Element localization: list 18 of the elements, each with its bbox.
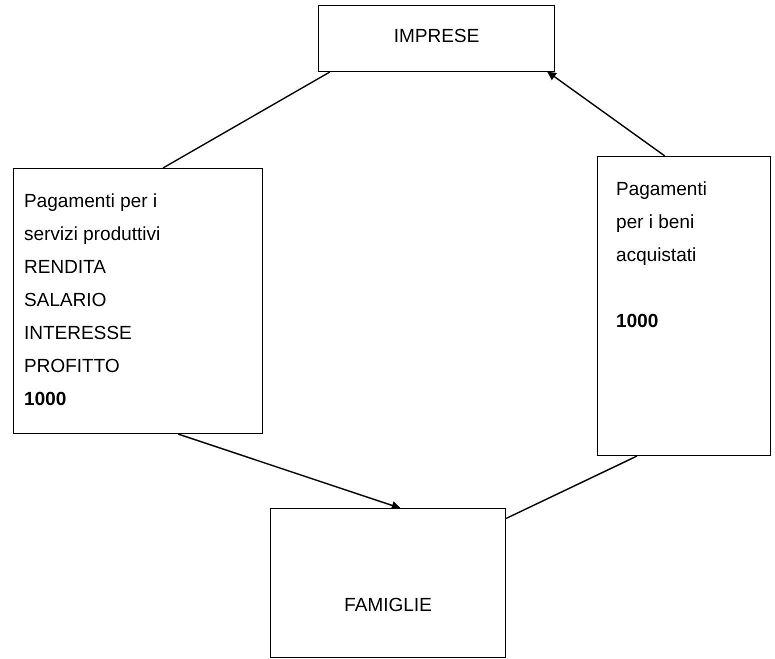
box-text: SALARIO xyxy=(24,289,108,313)
text-box xyxy=(318,5,555,72)
arrow xyxy=(547,71,666,157)
box-text: INTERESSE xyxy=(24,322,133,346)
text-box xyxy=(597,156,771,456)
box-label: Pagamenti per i beni acquistati xyxy=(616,178,708,268)
box-text: 1000 xyxy=(616,310,660,334)
text-box xyxy=(270,508,506,658)
box-label: Pagamenti per i servizi produttivi xyxy=(24,190,162,247)
box-label: IMPRESE xyxy=(392,25,480,49)
arrow xyxy=(178,433,401,510)
box-text: RENDITA xyxy=(24,256,107,280)
connector-line xyxy=(506,455,638,520)
text-box xyxy=(13,168,263,434)
connector-line xyxy=(162,71,330,169)
box-label: FAMIGLIE xyxy=(343,594,433,618)
box-text: 1000 xyxy=(24,388,68,412)
box-text: PROFITTO xyxy=(24,355,121,379)
